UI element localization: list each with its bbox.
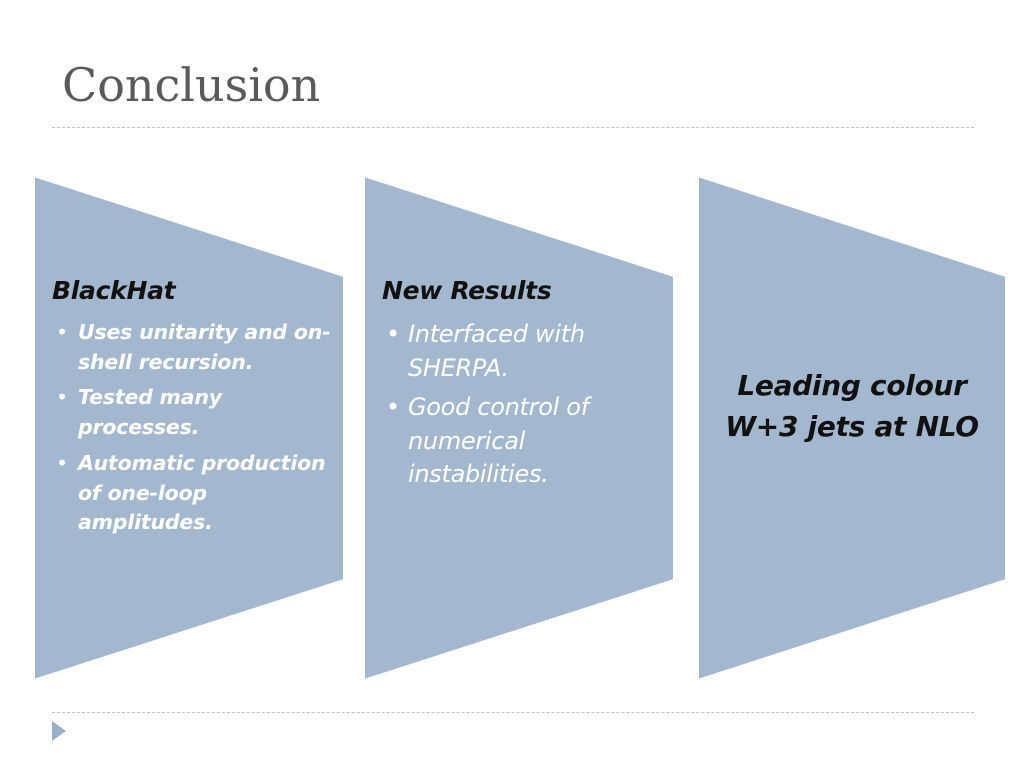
panel-leading-colour-text: Leading colour W+3 jets at NLO [725, 369, 979, 443]
bullet-item: Uses unitarity and on-shell recursion. [52, 318, 338, 377]
blackhat-bullet-list: Uses unitarity and on-shell recursion. T… [52, 318, 338, 538]
bullet-item: Tested many processes. [52, 383, 338, 442]
panel-heading-blackhat: BlackHat [52, 276, 176, 305]
bullet-item: Automatic production of one-loop amplitu… [52, 449, 338, 538]
panel-heading-new-results: New Results [382, 276, 552, 305]
title-divider [52, 127, 974, 128]
panel-new-results: New Results Interfaced with SHERPA. Good… [382, 276, 668, 498]
bullet-item: Interfaced with SHERPA. [382, 318, 668, 385]
new-results-bullet-list: Interfaced with SHERPA. Good control of … [382, 318, 668, 492]
triangle-right-icon[interactable] [52, 721, 66, 741]
footer-divider [52, 712, 974, 713]
slide-title: Conclusion [62, 58, 321, 112]
panel-blackhat: BlackHat Uses unitarity and on-shell rec… [52, 276, 338, 544]
panel-shape-leading-colour [697, 174, 1007, 682]
bullet-item: Good control of numerical instabilities. [382, 391, 668, 492]
